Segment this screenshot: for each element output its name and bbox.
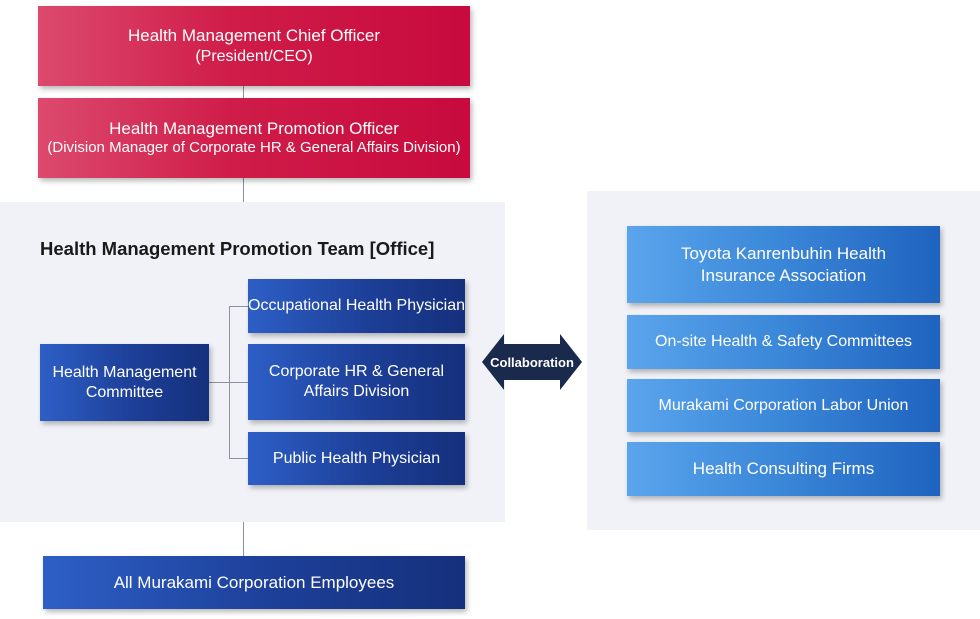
double-arrow-shape (482, 334, 582, 390)
committee-label-line2: Committee (85, 383, 164, 401)
connector-promo-team (243, 178, 244, 202)
member-label-line1: Corporate HR & General (268, 363, 445, 380)
promotion-officer-title: Health Management Promotion Officer (109, 119, 399, 138)
chief-officer-box: Health Management Chief Officer (Preside… (38, 6, 470, 86)
member-box-public-physician: Public Health Physician (248, 432, 465, 485)
connector-committee-stub (209, 382, 229, 383)
partner-label: Health Consulting Firms (692, 459, 875, 479)
partner-label-line2: Insurance Association (700, 265, 867, 285)
member-label-line2: Affairs Division (303, 383, 410, 400)
employees-label: All Murakami Corporation Employees (113, 572, 395, 592)
connector-member-3 (229, 458, 248, 459)
chief-officer-title: Health Management Chief Officer (128, 26, 380, 46)
connector-member-1 (229, 306, 248, 307)
partner-label-line1: Toyota Kanrenbuhin Health (680, 244, 887, 264)
connector-member-2 (229, 382, 248, 383)
connector-chief-promo (243, 86, 244, 98)
member-box-corporate-hr: Corporate HR & General Affairs Division (248, 344, 465, 420)
collaboration-arrow (482, 334, 582, 390)
connector-team-employees (243, 522, 244, 556)
chief-officer-role: (President/CEO) (195, 47, 313, 65)
partner-box-safety-committees: On-site Health & Safety Committees (627, 315, 940, 369)
partner-box-health-insurance: Toyota Kanrenbuhin Health Insurance Asso… (627, 226, 940, 303)
promotion-officer-box: Health Management Promotion Officer (Div… (38, 98, 470, 178)
committee-label-line1: Health Management (52, 363, 197, 381)
partner-box-consulting-firms: Health Consulting Firms (627, 442, 940, 496)
committee-box: Health Management Committee (40, 344, 209, 421)
member-box-occupational-physician: Occupational Health Physician (248, 279, 465, 333)
collaboration-label: Collaboration (490, 354, 574, 370)
team-title: Health Management Promotion Team [Office… (40, 238, 435, 259)
partner-label: On-site Health & Safety Committees (655, 333, 912, 350)
employees-box: All Murakami Corporation Employees (43, 556, 465, 609)
member-label: Public Health Physician (272, 449, 441, 467)
promotion-officer-role: (Division Manager of Corporate HR & Gene… (47, 139, 461, 157)
partner-label: Murakami Corporation Labor Union (658, 396, 909, 414)
member-label: Occupational Health Physician (248, 297, 466, 314)
partner-box-labor-union: Murakami Corporation Labor Union (627, 379, 940, 432)
